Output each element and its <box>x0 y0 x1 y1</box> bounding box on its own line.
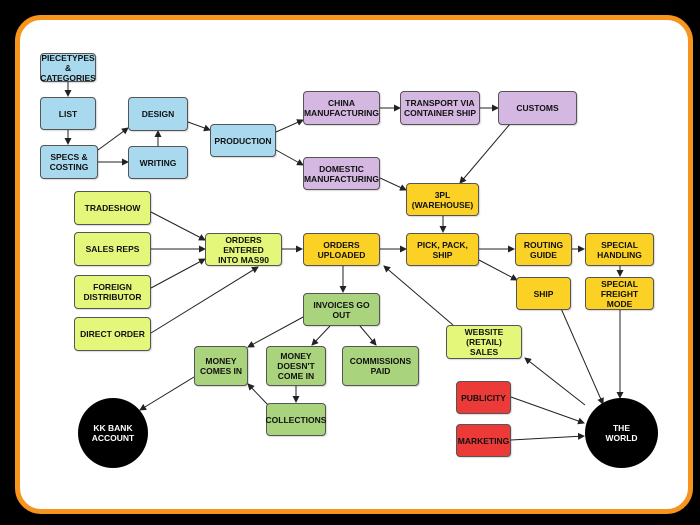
node-list: LIST <box>40 97 96 130</box>
node-3pl-warehouse: 3PL (WAREHOUSE) <box>406 183 479 216</box>
node-domestic-manufacturing: DOMESTIC MANUFACTURING <box>303 157 380 190</box>
node-specs-costing: SPECS & COSTING <box>40 145 98 179</box>
node-china-manufacturing: CHINA MANUFACTURING <box>303 91 380 125</box>
node-money-doesnt-come-in: MONEY DOESN'T COME IN <box>266 346 326 386</box>
node-direct-order: DIRECT ORDER <box>74 317 151 351</box>
node-foreign-distributor: FOREIGN DISTRIBUTOR <box>74 275 151 309</box>
node-special-freight-mode: SPECIAL FREIGHT MODE <box>585 277 654 310</box>
node-money-comes-in: MONEY COMES IN <box>194 346 248 386</box>
node-kk-bank-account: KK BANK ACCOUNT <box>78 398 148 468</box>
node-website-retail-sales: WEBSITE (RETAIL) SALES <box>446 325 522 359</box>
node-orders-entered-mas90: ORDERS ENTERED INTO MAS90 <box>205 233 282 266</box>
node-pick-pack-ship: PICK, PACK, SHIP <box>406 233 479 266</box>
node-ship: SHIP <box>516 277 571 310</box>
node-invoices-go-out: INVOICES GO OUT <box>303 293 380 326</box>
node-piecetypes-categories: PIECETYPES & CATEGORIES <box>40 52 96 83</box>
node-customs: CUSTOMS <box>498 91 577 125</box>
node-sales-reps: SALES REPS <box>74 232 151 266</box>
node-tradeshow: TRADESHOW <box>74 191 151 225</box>
node-orders-uploaded: ORDERS UPLOADED <box>303 233 380 266</box>
node-transport-container-ship: TRANSPORT VIA CONTAINER SHIP <box>400 91 480 125</box>
node-commissions-paid: COMMISSIONS PAID <box>342 346 419 386</box>
node-collections: COLLECTIONS <box>266 403 326 436</box>
node-routing-guide: ROUTING GUIDE <box>515 233 572 266</box>
node-production: PRODUCTION <box>210 124 276 157</box>
node-special-handling: SPECIAL HANDLING <box>585 233 654 266</box>
node-publicity: PUBLICITY <box>456 381 511 414</box>
node-marketing: MARKETING <box>456 424 511 457</box>
node-the-world: THE WORLD <box>585 398 658 468</box>
node-design: DESIGN <box>128 97 188 131</box>
node-writing: WRITING <box>128 146 188 179</box>
